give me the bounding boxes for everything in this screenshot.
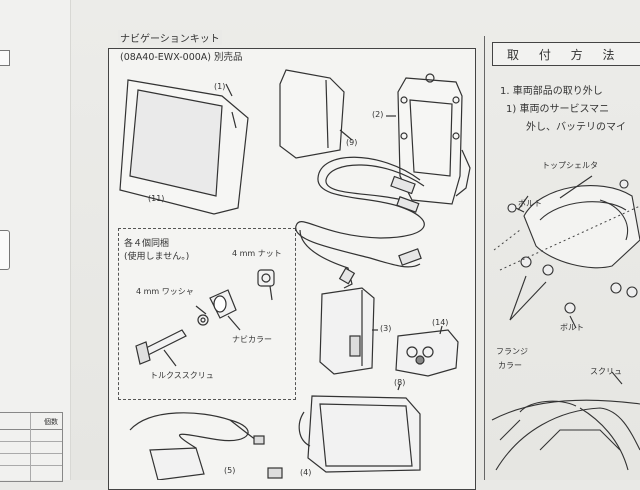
screw-label-install: スクリュ (590, 367, 622, 376)
column-divider (484, 36, 485, 480)
left-page: 個数 (0, 0, 71, 482)
connector (267, 467, 283, 479)
callout-9: (9) (346, 138, 358, 147)
install-step-1: 1. 車両部品の取り外し (500, 86, 603, 97)
install-step-1a: 1) 車両のサービスマニ (506, 104, 610, 115)
hardware-subbox (118, 228, 296, 400)
install-heading: 取 付 方 法 (492, 42, 640, 66)
callout-5: (5) (224, 466, 236, 475)
table-header: 個数 (44, 418, 58, 426)
washer (197, 314, 209, 326)
page-tab (0, 50, 10, 66)
callout-4: (4) (300, 468, 312, 477)
install-step-1b: 外し、バッテリのマイ (526, 122, 626, 133)
hardware-note-1: 各４個同梱 (124, 239, 170, 249)
small-unit (395, 329, 459, 377)
collar-label: ナビカラー (232, 335, 272, 344)
collar-label-install: カラー (498, 361, 522, 370)
callout-8: (8) (394, 378, 406, 387)
bolt-label-1: ボルト (518, 199, 542, 208)
kit-illustration (119, 69, 471, 480)
top-shelter (523, 185, 640, 269)
flange-label: フランジ (496, 347, 528, 356)
callout-11: (11) (148, 194, 165, 203)
top-shelter-label: トップシェルタ (542, 161, 598, 170)
nut (257, 269, 275, 287)
wire-harness (295, 156, 425, 268)
power-adapter (149, 447, 205, 480)
page-tab (0, 230, 10, 270)
callout-3: (3) (380, 324, 392, 333)
callout-2: (2) (372, 110, 384, 119)
nut-label: 4 mm ナット (232, 249, 282, 258)
kit-title: ナビゲーションキット (118, 30, 222, 45)
callout-1: (1) (214, 82, 226, 91)
screw-label: トルクススクリュ (150, 371, 214, 380)
kit-part-code: (08A40-EWX-000A) 別売品 (118, 49, 245, 63)
washer-label: 4 mm ワッシャ (136, 287, 194, 296)
storage-pouch (307, 395, 421, 473)
bolt-label-2: ボルト (560, 323, 584, 332)
callout-14: (14) (432, 318, 449, 327)
hardware-note-2: (使用しません。) (124, 252, 190, 262)
install-illustration (491, 175, 640, 471)
